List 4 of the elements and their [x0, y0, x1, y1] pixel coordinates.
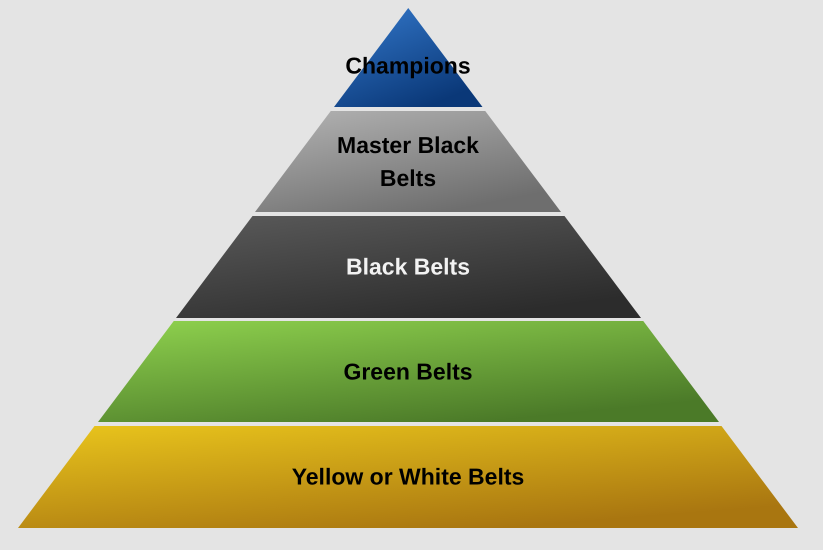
- tier-label: Green Belts: [342, 357, 474, 386]
- tier-label: Master Black Belts: [336, 130, 480, 192]
- tier-label: Yellow or White Belts: [290, 462, 526, 492]
- tier-label: Black Belts: [344, 252, 471, 282]
